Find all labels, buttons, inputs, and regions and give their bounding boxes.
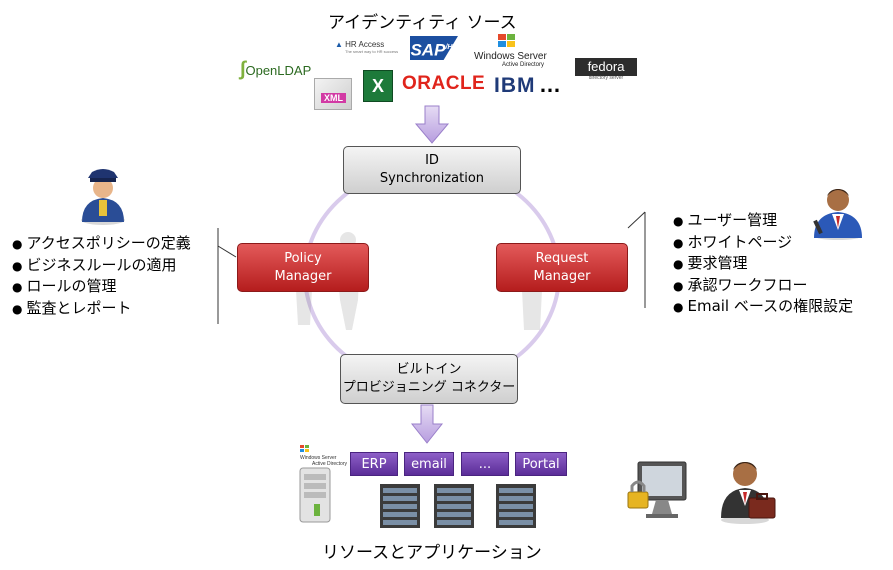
server-rack-1 [380,484,420,528]
active-directory-text: Active Directory [502,62,545,68]
connector-line1: ビルトイン [396,362,462,377]
bottom-active-directory-text: Active Directory [312,461,348,467]
hr-access-tagline: The smart way to HR success [345,49,399,54]
server-rack-3 [496,484,536,528]
xml-file-icon: XML [314,78,352,110]
oracle-logo: ORACLE [402,73,486,94]
request-line2: Manager [533,268,591,284]
identity-sources-title: アイデンティティ ソース [328,13,517,33]
hr-access-logo: ▲ HR Access The smart way to HR success [335,40,399,54]
request-feature-item: 要求管理 [673,253,853,275]
openldap-worm-icon: ∫ [240,58,246,80]
fedora-text: fedora [587,59,625,74]
windows-server-text: Windows Server [474,51,547,62]
more-sources-ellipsis: … [539,72,561,97]
server-tower-icon [299,467,331,523]
server-racks-icon [380,484,536,528]
ibm-logo: IBM [494,74,536,97]
fedora-logo: fedora directory server [575,58,637,81]
policy-feature-item: 監査とレポート [12,298,191,320]
fedora-subtitle: directory server [575,76,637,81]
businessman-briefcase-icon [721,462,776,524]
resources-title: リソースとアプリケーション [322,543,542,563]
id-synchronization-box[interactable]: ID Synchronization [343,146,521,194]
target-tag-erp: ERP [350,452,398,476]
windows-flag-small-icon [300,445,309,452]
arrow-down-bottom [410,404,444,444]
user-person-icon [813,189,862,240]
connector-line2: プロビジョニング コネクター [342,380,516,395]
request-manager-box[interactable]: Request Manager [496,243,628,292]
sap-text: SAP [410,40,446,60]
security-officer-icon [81,169,125,225]
windows-flag-icon [498,34,547,51]
request-line1: Request [535,250,589,266]
id-sync-line2: Synchronization [379,171,485,186]
target-tag-email: email [404,452,454,476]
bottom-windows-server-text: Windows Server [300,455,337,461]
xml-label: XML [321,93,346,103]
excel-icon: X [363,70,393,102]
arrow-down-top [414,105,450,144]
hr-access-text: HR Access [345,40,385,49]
request-feature-item: ホワイトページ [673,232,853,254]
request-feature-list: ユーザー管理 ホワイトページ 要求管理 承認ワークフロー Email ベースの権… [673,210,853,318]
connector-line-right [627,211,646,308]
locked-monitor-icon [627,461,687,518]
policy-feature-item: ビジネスルールの適用 [12,255,191,277]
policy-feature-item: ロールの管理 [12,276,191,298]
policy-manager-box[interactable]: Policy Manager [237,243,369,292]
windows-server-logo: Windows Server Active Directory [474,34,547,68]
connector-line-left [217,228,237,324]
policy-feature-item: アクセスポリシーの定義 [12,233,190,255]
openldap-text: OpenLDAP [245,63,312,78]
bottom-windows-server-logo: Windows Server Active Directory [300,445,347,467]
policy-line2: Manager [274,268,332,284]
provisioning-connector-box[interactable]: ビルトイン プロビジョニング コネクター [340,354,518,404]
request-feature-item: Email ベースの権限設定 [673,296,853,318]
openldap-logo: ∫OpenLDAP [240,58,311,81]
policy-feature-list: アクセスポリシーの定義 ビジネスルールの適用 ロールの管理 監査とレポート [12,233,191,320]
request-feature-item: 承認ワークフロー [673,275,853,297]
target-tag-more: ... [461,452,509,476]
id-sync-line1: ID [425,153,439,168]
target-tag-portal: Portal [515,452,567,476]
policy-line1: Policy [284,250,322,266]
request-feature-item: ユーザー管理 [673,210,853,232]
server-rack-2 [434,484,474,528]
